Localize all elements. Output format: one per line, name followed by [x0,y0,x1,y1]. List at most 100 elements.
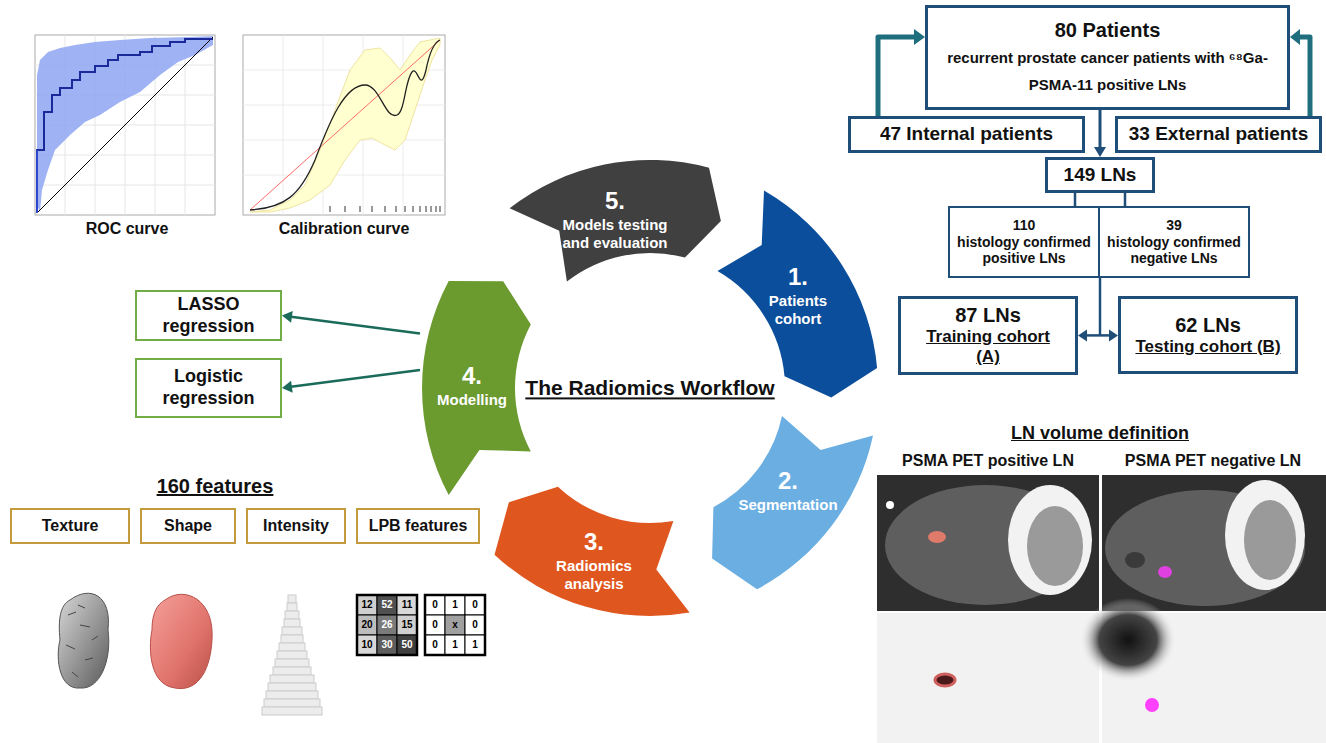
connector-line [878,37,915,116]
workflow-step: 4.Modelling [420,278,533,498]
connector [1290,29,1310,116]
step-name: Modelling [427,390,517,408]
box-heading: 87 LNs [955,303,1021,327]
arrow-head [914,29,925,45]
arrow-head [1078,329,1087,341]
cohort-box: 47 Internal patients [848,116,1085,153]
box-text: Training cohort (A) [913,327,1063,368]
box-heading: Shape [164,516,212,535]
feature-box: Intensity [246,508,346,544]
lbp-value: 52 [381,599,392,611]
arrow-head [1290,29,1300,45]
lbp-code: 0 [472,599,478,611]
cohort-box: 87 LNsTraining cohort (A) [898,296,1078,375]
step-arrow-outline [712,416,873,589]
roc-chart [35,35,215,215]
feature-box: Shape [140,508,236,544]
calibration-chart [243,35,445,215]
lbp-value: 12 [361,599,372,611]
lbp-code: 1 [472,639,478,651]
connector [1075,193,1076,206]
step-label: 2.Segmentation [732,467,844,514]
connector [1094,110,1106,157]
split-line [1099,278,1102,335]
image-caption: PSMA PET positive LN [902,451,1074,470]
cohort-box: 33 External patients [1115,116,1322,153]
lbp-code: 1 [452,639,458,651]
step-arrow-outline [495,487,690,616]
box-heading: Texture [42,516,99,535]
connector [878,29,925,116]
cohort-box: 149 LNs [1045,157,1155,193]
texture-blob [58,593,109,688]
ct-image-negative [1102,475,1326,611]
connector [1125,193,1126,206]
section-heading: LN volume definition [1011,423,1189,445]
cohort-box: 80 Patientsrecurrent prostate cancer pat… [925,5,1290,110]
feature-box: LPB features [356,508,480,544]
box-heading: LASSO regression [143,294,274,337]
method-box: LASSO regression [135,290,282,341]
pet-image-positive [877,613,1099,743]
step-number: 4. [427,362,517,391]
lbp-value: 11 [402,599,413,611]
step-arrow-outline [422,281,531,495]
lbp-code: x [452,619,458,631]
box-heading: Logistic regression [143,366,274,409]
lbp-value: 26 [381,619,392,631]
connector [282,311,420,334]
shape-blob [150,594,212,688]
box-text: histology confirmed negative LNs [1105,234,1243,268]
box-heading: 110 [1013,217,1036,234]
box-heading: LPB features [369,516,468,535]
cohort-box: 110histology confirmed positive LNs [948,206,1100,278]
step-number: 3. [546,528,642,557]
lbp-value: 50 [401,639,412,651]
step-name: Segmentation [732,495,844,513]
cohort-box: 62 LNsTesting cohort (B) [1118,296,1298,374]
connector-line [1299,37,1310,116]
connector-line [1086,334,1110,337]
box-heading: 39 [1166,217,1182,234]
box-heading: 80 Patients [1055,18,1161,42]
connector-line [1099,110,1102,148]
image-caption: PSMA PET negative LN [1125,451,1301,470]
lbp-value: 30 [381,639,392,651]
connector-line [1124,193,1127,206]
step-label: 3.Radiomics analysis [546,528,642,593]
lbp-code: 0 [432,639,438,651]
lbp-code: 0 [432,619,438,631]
connector [282,370,420,393]
lbp-grid [357,595,485,655]
step-name: Patients cohort [753,291,843,327]
lbp-value: 15 [401,619,412,631]
box-text: histology confirmed positive LNs [955,234,1093,268]
lbp-code: 1 [452,599,458,611]
feature-box: Texture [10,508,130,544]
lbp-value: 20 [361,619,372,631]
connector [1078,329,1118,341]
workflow-step: 5.Models testing and evaluation [507,158,723,284]
chart-caption: ROC curve [86,219,169,238]
diagram-title: The Radiomics Workflow [525,375,774,400]
step-label: 5.Models testing and evaluation [550,187,680,252]
connector-line [291,317,420,334]
step-arrow-outline [510,160,721,282]
box-heading: Intensity [263,516,329,535]
box-heading: 47 Internal patients [880,123,1053,146]
cohort-box: 39histology confirmed negative LNs [1098,206,1250,278]
intensity-histogram [262,595,322,715]
workflow-step: 1.Patients cohort [715,188,880,400]
pet-image-negative [1080,598,1326,743]
ct-image-positive [877,475,1099,611]
lbp-code: 0 [432,599,438,611]
connector-line [291,370,420,387]
lbp-value: 10 [361,639,372,651]
step-name: Models testing and evaluation [550,215,680,251]
arrow-head [1094,147,1106,157]
box-heading: 149 LNs [1064,164,1137,187]
lbp-code: 0 [472,619,478,631]
step-number: 2. [732,467,844,496]
workflow-step: 2.Segmentation [710,414,876,592]
step-label: 1.Patients cohort [753,263,843,328]
